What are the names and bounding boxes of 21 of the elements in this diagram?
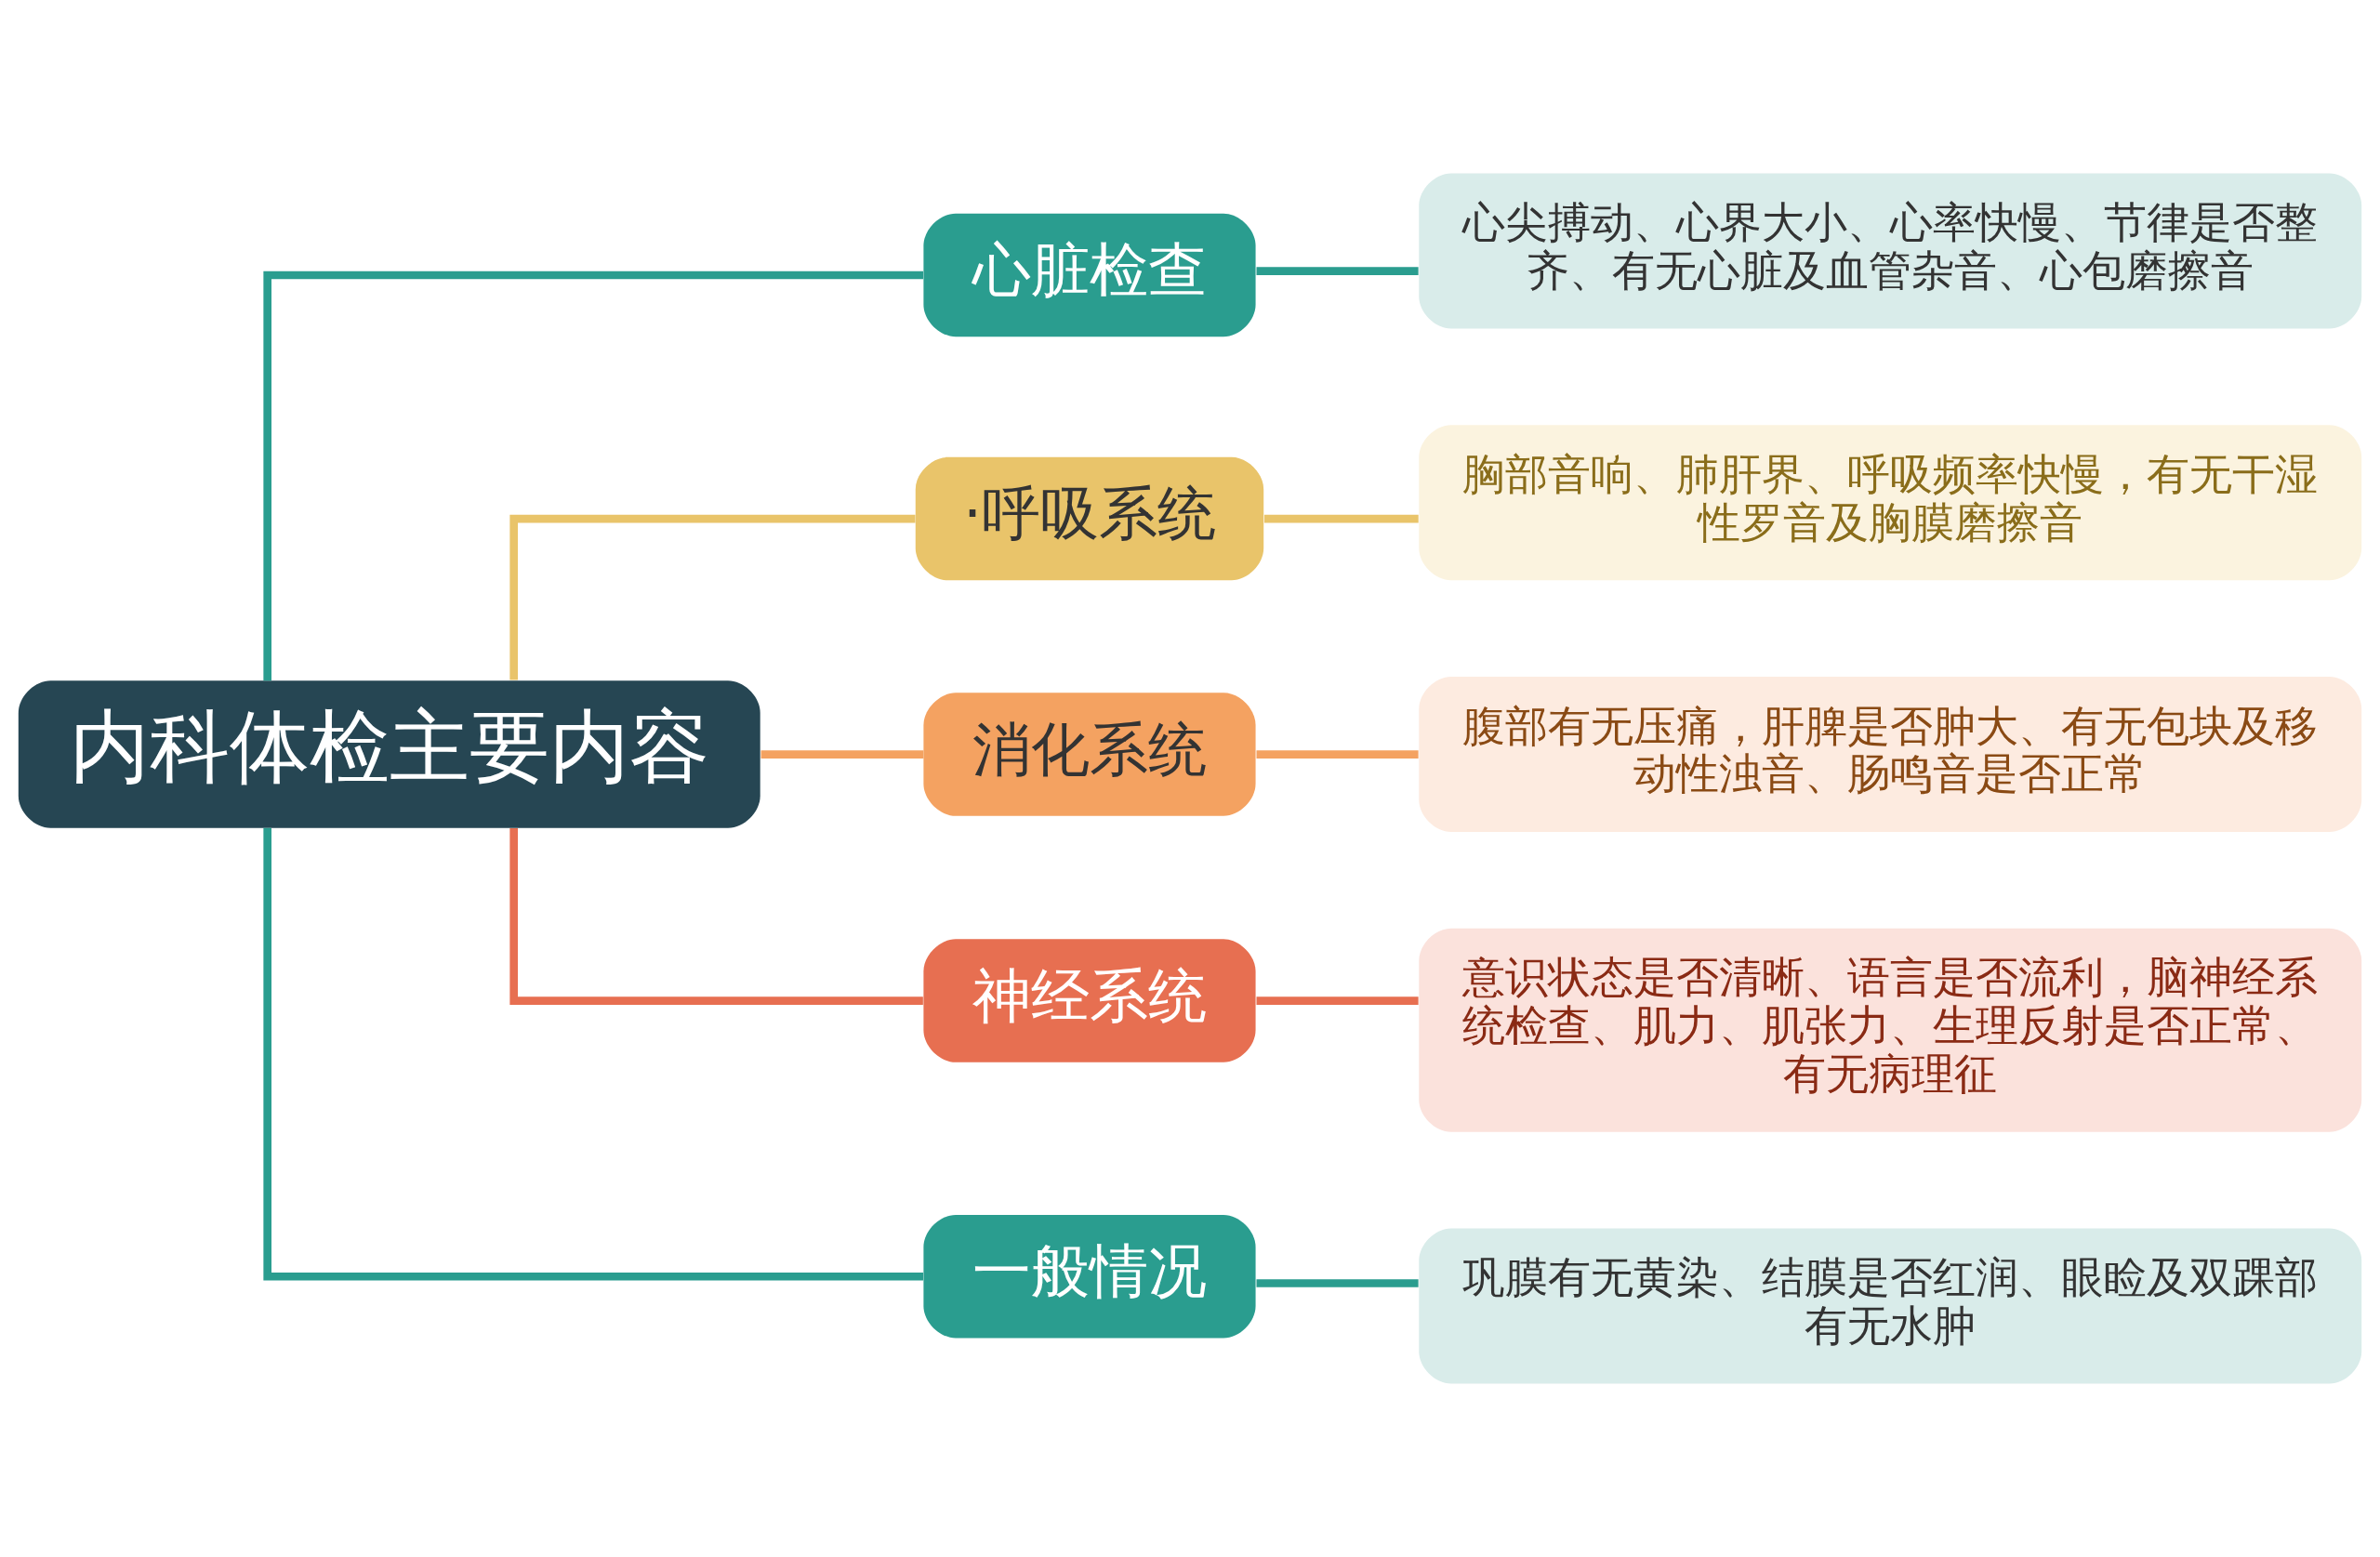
- node-box: 神经系统: [923, 939, 1256, 1062]
- connector: [509, 514, 916, 680]
- node-box: 胸部音响、肺肝界、呼吸频率快慢，有无干湿性罗音及胸膜磨擦音: [1419, 425, 2362, 581]
- node-box: ·呼吸系统: [915, 456, 1264, 581]
- connector: [1256, 1279, 1419, 1287]
- node-box: 心尖搏动、心界大小、心率快慢、节律是否整齐、有无心脏及血管杂音、心包磨擦音: [1419, 173, 2362, 329]
- connector: [1256, 267, 1419, 275]
- node-box: 心脏检查: [923, 213, 1256, 337]
- node-box: 意识状态是否清晰、语言是否流利，脑神经系统检查、肌力、肌张力、生理反射是否正常、有无病理征: [1419, 928, 2362, 1132]
- connector: [1256, 750, 1419, 759]
- node-box: 腹部有无压痛，肝脾是否肿大、有无包块及移动性浊音、肠鸣音是否正常: [1419, 677, 2362, 833]
- connector: [1263, 514, 1419, 523]
- node-box: 消化系统: [923, 693, 1256, 816]
- connector: [760, 750, 924, 759]
- connector: [1256, 996, 1419, 1005]
- node-box: 内科体检主要内容: [18, 680, 760, 828]
- connector: [263, 270, 923, 681]
- connector: [509, 828, 923, 1005]
- node-box: 一般情况: [923, 1215, 1256, 1339]
- connector: [263, 827, 923, 1281]
- node-box: 巩膜有无黄染、结膜是否红润、眼睑及双踝部有无水肿: [1419, 1228, 2362, 1384]
